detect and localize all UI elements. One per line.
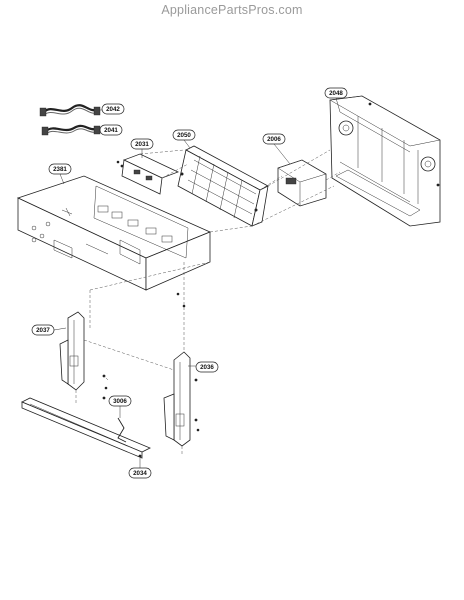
- label-3006-text: 3006: [113, 398, 127, 405]
- label-2037: 2037: [31, 324, 55, 336]
- label-3006: 3006: [108, 395, 132, 407]
- label-2381: 2381: [48, 163, 72, 175]
- label-2042-text: 2042: [106, 106, 120, 113]
- label-2042: 2042: [101, 103, 125, 115]
- label-2036: 2036: [195, 361, 219, 373]
- label-2050-text: 2050: [177, 132, 191, 139]
- leader-lines: [53, 97, 341, 468]
- label-2048: 2048: [324, 87, 348, 99]
- label-2006-text: 2006: [267, 136, 281, 143]
- control-box-2006: [277, 159, 341, 207]
- label-2034-text: 2034: [133, 470, 147, 477]
- label-2050: 2050: [172, 129, 196, 141]
- label-2036-text: 2036: [200, 364, 214, 371]
- label-2041: 2041: [99, 124, 123, 136]
- side-trim-left-2037: [59, 311, 106, 400]
- label-2037-text: 2037: [36, 327, 50, 334]
- clip-spring-3006: [117, 417, 127, 443]
- site-watermark: AppliancePartsPros.com: [161, 3, 303, 17]
- bottom-rail-2034: [21, 397, 151, 459]
- label-2381-text: 2381: [53, 166, 67, 173]
- label-2031-text: 2031: [135, 141, 149, 148]
- wire-harness-2041: [41, 124, 101, 136]
- screws: [104, 160, 200, 432]
- label-2006: 2006: [262, 133, 286, 145]
- label-2034: 2034: [128, 467, 152, 479]
- side-trim-right-2036: [163, 351, 198, 447]
- control-panel-2381: [16, 175, 212, 291]
- label-2048-text: 2048: [329, 90, 343, 97]
- display-board-2031: [120, 153, 180, 195]
- frame-bracket-2050: [177, 145, 269, 227]
- label-2031: 2031: [130, 138, 154, 150]
- assembly-lines: [75, 149, 335, 456]
- label-2041-text: 2041: [104, 127, 118, 134]
- wire-harness-2042: [39, 104, 101, 117]
- back-panel-2048: [329, 95, 441, 227]
